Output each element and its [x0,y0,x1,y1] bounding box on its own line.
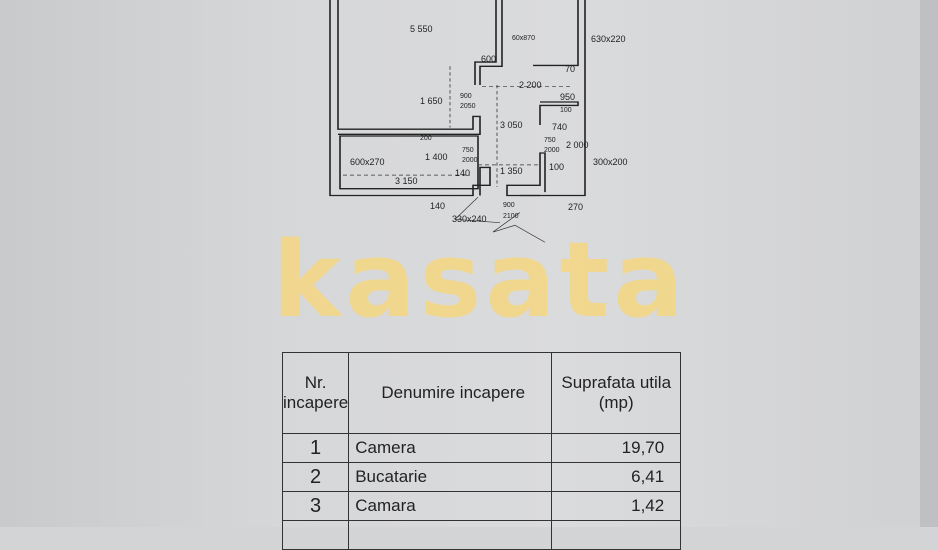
cell-nr: 1 [281,433,350,463]
floor-plan: 5 550 600 630x220 60x870 70 2 200 950 10… [329,0,628,243]
dim-label: 5 550 [410,24,433,34]
cell-nr: 2 [281,462,350,492]
dim-label: 900 [460,93,472,100]
header-name: Denumire incapere [348,352,553,434]
dim-label: 2 200 [519,80,542,90]
cell-nr: 3 [281,491,350,521]
walls [329,0,586,197]
cell-empty [551,520,682,550]
dim-label: 100 [560,107,572,114]
header-nr: Nr. incapere [281,352,350,434]
dim-label: 740 [552,122,567,132]
table-row: 2 Bucatarie 6,41 [281,462,682,492]
table-row-empty [281,520,682,550]
table-header-row: Nr. incapere Denumire incapere Suprafata… [281,352,682,434]
cell-empty [348,520,553,550]
dim-label: 2050 [460,103,476,110]
dim-label: 1 400 [425,152,448,162]
table-row: 1 Camera 19,70 [281,433,682,463]
dim-label: 1 650 [420,96,443,106]
cell-name: Camera [348,433,553,463]
dim-label: 600 [481,54,496,64]
dim-label: 750 [544,137,556,144]
cell-area: 6,41 [551,462,682,492]
dim-label: 950 [560,92,575,102]
cell-empty [281,520,350,550]
table-row: 3 Camara 1,42 [281,491,682,521]
header-area: Suprafata utila (mp) [551,352,682,434]
dim-label: 630x220 [591,34,626,44]
dim-label: 2100 [503,213,519,220]
watermark-logo: kasata [272,219,688,341]
cell-area: 1,42 [551,491,682,521]
rooms-table: Nr. incapere Denumire incapere Suprafata… [281,352,682,550]
dim-label: 600x270 [350,157,385,167]
dim-label: 330x240 [452,214,487,224]
dim-label: 140 [430,201,445,211]
dim-label: 60x870 [512,35,535,42]
dim-label: 750 [462,147,474,154]
cell-area: 19,70 [551,433,682,463]
dim-label: 2 000 [566,140,589,150]
dim-label: 1 350 [500,166,523,176]
paper-edge [920,0,938,527]
dim-label: 2000 [544,147,560,154]
dim-label: 3 150 [395,176,418,186]
dim-label: 300x200 [593,157,628,167]
leader-lines [454,196,546,243]
dim-label: 2000 [462,157,478,164]
dimension-lines [343,66,572,188]
dim-label: 70 [565,64,575,74]
dim-label: 900 [503,202,515,209]
dim-label: 140 [455,168,470,178]
cell-name: Camara [348,491,553,521]
dim-label: 200 [420,135,432,142]
dim-label: 270 [568,202,583,212]
cell-name: Bucatarie [348,462,553,492]
dim-label: 3 050 [500,120,523,130]
dim-label: 100 [549,162,564,172]
